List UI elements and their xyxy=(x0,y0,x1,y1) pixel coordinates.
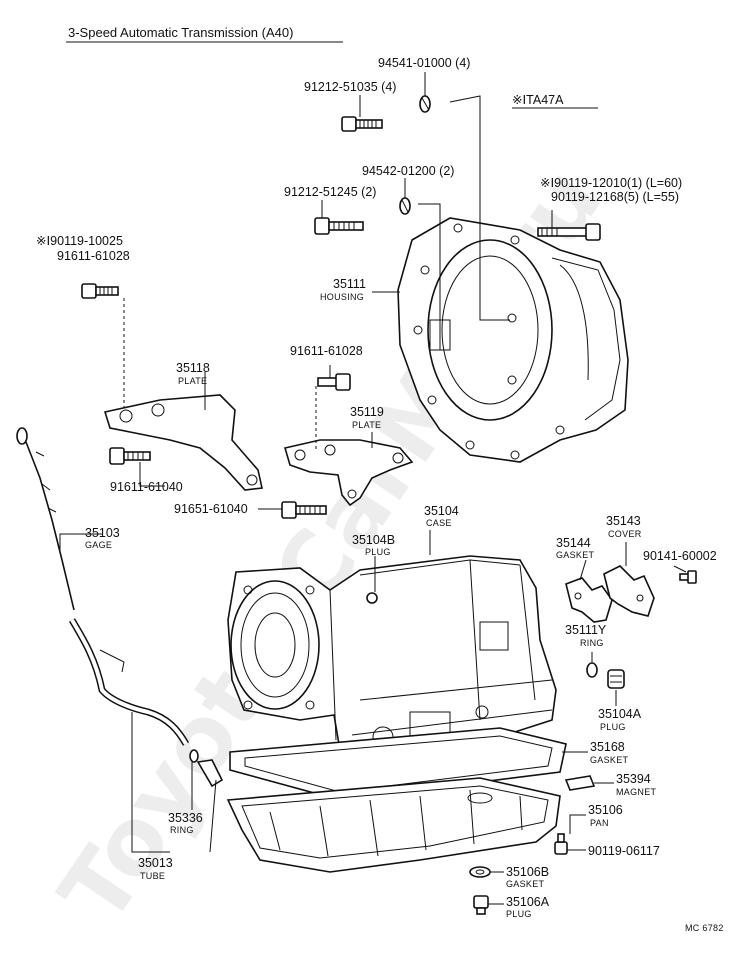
part-name: TUBE xyxy=(140,871,165,881)
part-number: 90119-12168(5) (L=55) xyxy=(551,190,679,204)
part-number: 35144 xyxy=(556,536,591,550)
part-number: 35104B xyxy=(352,533,395,547)
tube-end-fitting-drawing xyxy=(196,759,224,788)
part-number: 35104A xyxy=(598,707,642,721)
washer-94542-drawing xyxy=(399,197,411,215)
part-number: 35119 xyxy=(350,405,384,419)
ring-35111y-drawing xyxy=(586,662,598,678)
drawing-code: MC 6782 xyxy=(685,923,724,933)
part-name: MAGNET xyxy=(616,787,657,797)
part-number: 35106B xyxy=(506,865,549,879)
plug-35106a-drawing xyxy=(473,895,489,915)
part-name: RING xyxy=(580,638,604,648)
bolt-91212-51245-drawing xyxy=(314,217,364,235)
part-name: COVER xyxy=(608,529,642,539)
part-name: CASE xyxy=(426,518,452,528)
washer-94541-drawing xyxy=(419,95,431,113)
part-name: GAGE xyxy=(85,540,112,550)
part-number: 35111Y xyxy=(565,623,607,637)
part-name: PLATE xyxy=(352,420,381,430)
part-number: 35106A xyxy=(506,895,550,909)
bolt-91611-61028a-drawing xyxy=(81,283,119,299)
part-name: HOUSING xyxy=(320,292,364,302)
part-number: 90141-60002 xyxy=(643,549,717,563)
bolt-90119-06117-drawing xyxy=(554,833,568,855)
dipstick-gage-35103-drawing xyxy=(16,427,75,611)
part-number: 91611-61028 xyxy=(290,344,363,358)
part-name: PLUG xyxy=(365,547,391,557)
gasket-35144-drawing xyxy=(565,577,613,623)
part-number: 35111 xyxy=(333,277,366,291)
part-number: 94542-01200 (2) xyxy=(362,164,454,178)
part-name: GASKET xyxy=(556,550,595,560)
part-number: 91212-51035 (4) xyxy=(304,80,396,94)
leader-lines xyxy=(59,72,687,905)
part-number: 35143 xyxy=(606,514,641,528)
bolt-91611-61028b-drawing xyxy=(317,373,351,391)
part-number: 91212-51245 (2) xyxy=(284,185,376,199)
plug-35104b-drawing xyxy=(366,592,378,604)
part-number: 35168 xyxy=(590,740,625,754)
oil-pan-35106-drawing xyxy=(226,777,561,873)
part-number: 35394 xyxy=(616,772,651,786)
part-number: 91611-61028 xyxy=(57,249,130,263)
gasket-35106b-drawing xyxy=(469,866,491,878)
part-name: RING xyxy=(170,825,194,835)
part-name: PLUG xyxy=(506,909,532,919)
housing-35111-drawing xyxy=(397,217,629,463)
bolt-90141-60002-drawing xyxy=(679,570,697,584)
part-name: GASKET xyxy=(590,755,629,765)
plate-35119-drawing xyxy=(283,439,414,507)
part-number: 35104 xyxy=(424,504,459,518)
bolt-91611-61040-drawing xyxy=(109,447,151,465)
part-name: GASKET xyxy=(506,879,545,889)
filler-tube-35013-drawing xyxy=(68,618,190,746)
plug-35104a-drawing xyxy=(607,669,625,689)
part-number: 90119-06117 xyxy=(588,844,660,858)
part-number: 94541-01000 (4) xyxy=(378,56,470,70)
variant-label: ※ⅠTA47A xyxy=(512,93,564,107)
magnet-35394-drawing xyxy=(564,775,596,791)
part-number: 91611-61040 xyxy=(110,480,183,494)
bolt-91651-61040-drawing xyxy=(281,501,327,519)
part-number: ※Ⅰ90119-12010(1) (L=60) xyxy=(540,176,682,190)
part-labels: 94541-01000 (4) 91212-51035 (4) 94542-01… xyxy=(36,56,717,919)
part-name: PLUG xyxy=(600,722,626,732)
part-number: ※Ⅰ90119-10025 xyxy=(36,234,123,248)
plate-35118-drawing xyxy=(103,394,263,491)
transmission-case-35104-drawing xyxy=(227,555,557,761)
bolt-91212-51035-drawing xyxy=(341,116,383,132)
part-number: 35106 xyxy=(588,803,623,817)
part-number: 35118 xyxy=(176,361,210,375)
cover-35143-drawing xyxy=(603,565,655,617)
part-number: 35013 xyxy=(138,856,173,870)
diagram-title: 3-Speed Automatic Transmission (A40) xyxy=(68,25,293,40)
ring-35336-drawing xyxy=(189,749,199,763)
bolt-90119-12010-drawing xyxy=(537,223,601,241)
part-number: 91651-61040 xyxy=(174,502,248,516)
part-name: PLATE xyxy=(178,376,207,386)
part-number: 35336 xyxy=(168,811,203,825)
part-name: PAN xyxy=(590,818,609,828)
part-number: 35103 xyxy=(85,526,120,540)
gasket-35168-drawing xyxy=(229,727,567,801)
